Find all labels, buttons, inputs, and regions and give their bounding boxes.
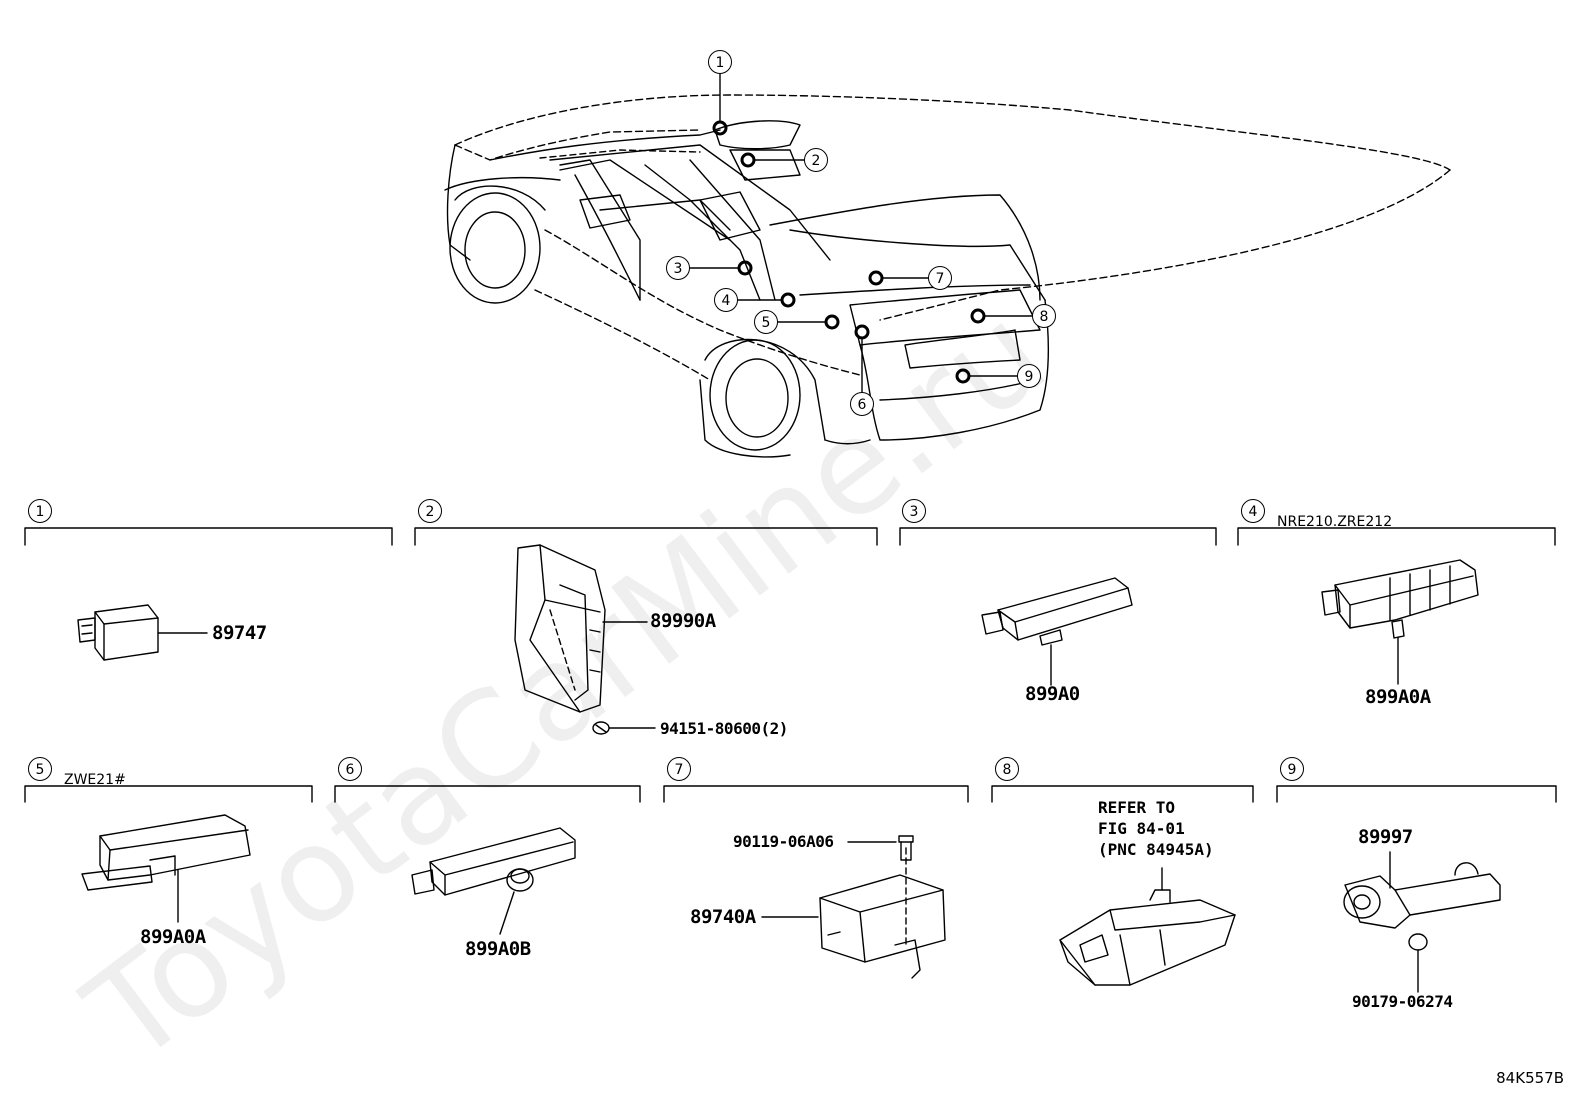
part-label-89740A[interactable]: 89740A xyxy=(690,906,756,928)
part-89997-drawing xyxy=(1343,851,1501,993)
part-label-89990A[interactable]: 89990A xyxy=(650,610,716,632)
section-9-number: 9 xyxy=(1280,757,1304,781)
part-label-89747[interactable]: 89747 xyxy=(212,622,267,644)
part-89747-drawing xyxy=(77,604,208,661)
part-label-899A0A-zwe[interactable]: 899A0A xyxy=(140,926,206,948)
car-illustration xyxy=(444,94,1451,458)
part-899A0A-zwe-drawing xyxy=(81,814,251,923)
part-label-899A0B[interactable]: 899A0B xyxy=(465,938,531,960)
part-899A0B-drawing xyxy=(411,827,576,935)
section-5-number: 5 xyxy=(28,757,52,781)
section-4-note: NRE210.ZRE212 xyxy=(1277,514,1393,530)
car-callout-3: 3 xyxy=(666,256,690,280)
part-label-90119-06A06[interactable]: 90119-06A06 xyxy=(733,832,834,851)
section-3-number: 3 xyxy=(902,499,926,523)
part-label-90179-06274[interactable]: 90179-06274 xyxy=(1352,992,1453,1011)
section-7-number: 7 xyxy=(667,757,691,781)
section-8-number: 8 xyxy=(995,757,1019,781)
part-label-899A0A-nre[interactable]: 899A0A xyxy=(1365,686,1431,708)
part-89990A-drawing xyxy=(514,544,656,735)
car-callout-6: 6 xyxy=(850,392,874,416)
part-899A0-drawing xyxy=(981,577,1133,686)
part-label-89997[interactable]: 89997 xyxy=(1358,826,1413,848)
car-callout-8: 8 xyxy=(1032,304,1056,328)
car-callout-leaders xyxy=(689,72,1033,393)
part-label-899A0[interactable]: 899A0 xyxy=(1025,683,1080,705)
car-callout-4: 4 xyxy=(714,288,738,312)
section-brackets xyxy=(24,527,1557,803)
section-2-number: 2 xyxy=(418,499,442,523)
car-callout-5: 5 xyxy=(754,310,778,334)
car-callout-7: 7 xyxy=(928,266,952,290)
section-5-note: ZWE21# xyxy=(64,772,126,788)
refer-to-note: REFER TO FIG 84-01 (PNC 84945A) xyxy=(1098,798,1214,859)
part-label-94151-80600[interactable]: 94151-80600(2) xyxy=(660,719,788,738)
part-899A0A-nre-drawing xyxy=(1321,559,1479,685)
section-6-number: 6 xyxy=(338,757,362,781)
car-callout-1: 1 xyxy=(708,50,732,74)
section-1-number: 1 xyxy=(28,499,52,523)
section-4-number: 4 xyxy=(1241,499,1265,523)
part-89740A-drawing xyxy=(761,835,946,979)
part-8-drawing xyxy=(1059,867,1236,986)
car-callout-9: 9 xyxy=(1017,364,1041,388)
car-callout-2: 2 xyxy=(804,148,828,172)
diagram-code: 84K557B xyxy=(1496,1069,1564,1087)
